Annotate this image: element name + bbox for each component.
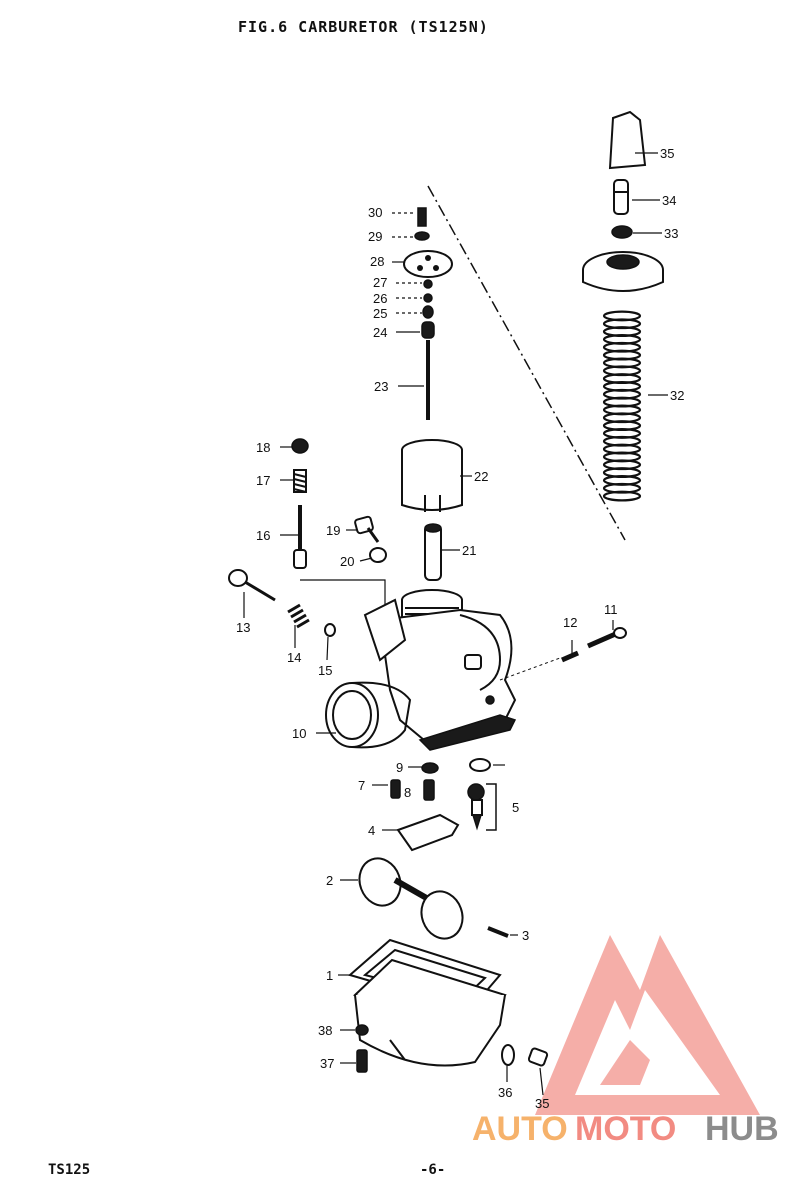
label-15: 15	[318, 663, 332, 678]
label-16: 16	[256, 528, 270, 543]
part-7-pilot-jet	[390, 779, 401, 799]
label-30: 30	[368, 205, 382, 220]
part-19-screw	[354, 515, 380, 543]
watermark-logo	[535, 935, 760, 1115]
part-1-float-chamber	[347, 938, 507, 1067]
part-34-rubber-cap	[608, 110, 647, 170]
label-33: 34	[662, 193, 676, 208]
footer-model: TS125	[48, 1162, 91, 1178]
watermark-text: AUTO MOTO HUB	[472, 1110, 779, 1148]
label-24: 24	[373, 325, 387, 340]
part-38-washer	[355, 1024, 369, 1036]
label-17: 17	[256, 473, 270, 488]
label-19: 19	[326, 523, 340, 538]
part-25-seat	[422, 305, 434, 319]
label-7: 7	[358, 778, 365, 793]
part-32-nut	[611, 225, 633, 239]
label-34: 35	[660, 146, 674, 161]
label-20: 20	[340, 554, 354, 569]
label-18: 18	[256, 440, 270, 455]
label-28: 28	[370, 254, 384, 269]
label-37: 37	[320, 1056, 334, 1071]
watermark-auto: AUTO	[472, 1110, 568, 1148]
leader-lines	[243, 152, 668, 1096]
label-8: 8	[404, 785, 411, 800]
label-36: 36	[498, 1085, 512, 1100]
watermark-moto: MOTO	[575, 1110, 676, 1148]
guide-line-diagonal	[427, 185, 626, 541]
part-28-plate	[403, 250, 453, 278]
label-3: 3	[522, 928, 529, 943]
part-35-screw	[527, 1047, 549, 1067]
label-38: 38	[318, 1023, 332, 1038]
part-labels: 35 34 33 32 30 29 28 27 26 25 24 23 22 2…	[236, 146, 684, 1111]
label-11: 11	[604, 602, 618, 617]
part-12-spring	[560, 650, 580, 663]
label-32: 33	[664, 226, 678, 241]
part-11-idle-screw	[586, 627, 627, 649]
part-24-spacer	[421, 321, 435, 339]
part-21-needle-jet	[424, 523, 442, 581]
part-37-drain-screw	[356, 1049, 368, 1073]
label-9: 9	[396, 760, 403, 775]
part-29-ring	[414, 231, 430, 241]
part-8-main-jet	[423, 779, 435, 801]
label-1: 1	[326, 968, 333, 983]
part-27-clip	[423, 279, 433, 289]
part-9-washer	[421, 762, 439, 774]
label-26: 26	[373, 291, 387, 306]
label-35: 35	[535, 1096, 549, 1111]
part-5-needle-valve	[467, 783, 485, 831]
part-3-pin	[487, 926, 509, 938]
part-18-cap	[291, 438, 309, 454]
watermark-hub: HUB	[705, 1110, 779, 1148]
label-31: 32	[670, 388, 684, 403]
label-23: 23	[374, 379, 388, 394]
part-26-washer	[423, 293, 433, 303]
part-16-starter-plunger	[293, 505, 307, 569]
label-13: 13	[236, 620, 250, 635]
part-20-washer	[369, 547, 387, 563]
part-22-throttle-valve	[401, 439, 463, 512]
part-36-ring	[501, 1044, 515, 1066]
label-22: 22	[474, 469, 488, 484]
carburetor-body	[325, 589, 517, 751]
part-30-screw	[417, 207, 427, 227]
spring-coil	[602, 490, 642, 502]
label-25: 25	[373, 306, 387, 321]
part-14-spring	[287, 603, 310, 629]
label-10: 10	[292, 726, 306, 741]
part-top-cap	[582, 251, 664, 292]
label-2: 2	[326, 873, 333, 888]
label-21: 21	[462, 543, 476, 558]
label-5: 5	[512, 800, 519, 815]
part-13-screw	[228, 569, 276, 602]
part-washer-o	[469, 758, 491, 772]
part-15-ring	[324, 623, 336, 637]
label-29: 29	[368, 229, 382, 244]
part-33-adjuster	[613, 179, 629, 215]
guide-line-16	[300, 579, 386, 615]
label-12: 12	[563, 615, 577, 630]
label-14: 14	[287, 650, 301, 665]
part-17-spring	[293, 469, 307, 493]
part-2-float	[358, 857, 464, 940]
part-4-plate	[396, 813, 460, 852]
label-4: 4	[368, 823, 375, 838]
label-27: 27	[373, 275, 387, 290]
footer-page-number: -6-	[420, 1162, 446, 1178]
part-31-spring	[602, 310, 642, 502]
page-title: FIG.6 CARBURETOR (TS125N)	[238, 18, 489, 36]
